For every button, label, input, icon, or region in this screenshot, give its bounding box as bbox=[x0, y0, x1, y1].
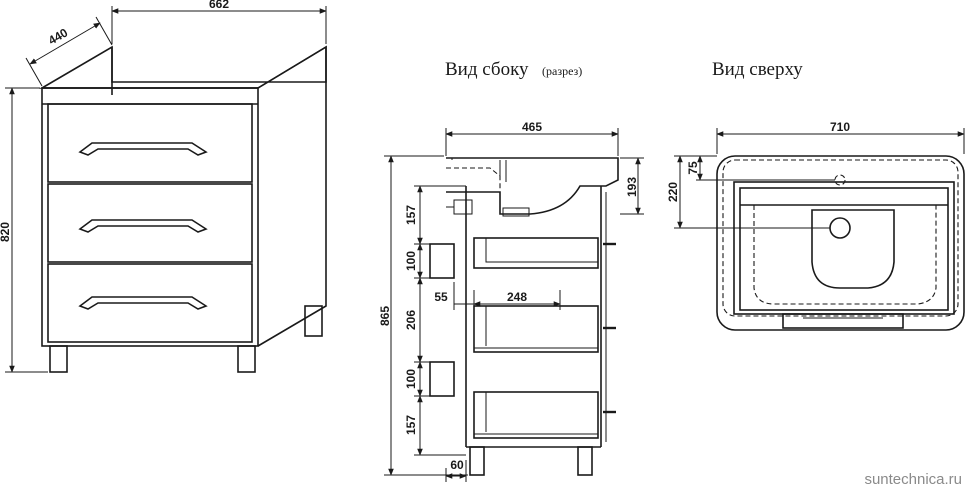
drawer-top bbox=[47, 103, 253, 183]
cabinet-top-frame bbox=[733, 181, 955, 315]
drawer-middle bbox=[47, 183, 253, 263]
dim-line-depth bbox=[29, 22, 101, 65]
basin-section-outline bbox=[446, 157, 619, 215]
cabinet-hidden-outline bbox=[722, 159, 959, 317]
front-lip bbox=[782, 313, 904, 329]
cabinet-side-section: 465 193 865 157 100 206 100 157 24 bbox=[378, 120, 644, 482]
dim-handle-lower-label: 100 bbox=[404, 369, 418, 389]
dim-basin-depth-label: 193 bbox=[625, 177, 639, 197]
dim-height-label: 820 bbox=[0, 222, 12, 242]
side-view-title: Вид сбоку bbox=[445, 59, 529, 80]
section-drawer-top bbox=[473, 237, 599, 269]
drawer-handle-middle bbox=[78, 219, 208, 233]
cabinet-front-view: 662 440 820 bbox=[0, 0, 327, 373]
basin-hidden-line bbox=[446, 167, 501, 190]
cabinet-top-outline bbox=[39, 45, 327, 89]
dim-drawer-pitch-label: 206 bbox=[404, 310, 418, 330]
section-leg-front bbox=[577, 446, 593, 476]
dim-handle-offset-label: 55 bbox=[434, 290, 448, 304]
drawer-handle-bottom bbox=[78, 296, 208, 310]
front-thickness-lower bbox=[429, 361, 455, 397]
dim-tap-offset-label: 75 bbox=[686, 161, 700, 175]
leg-front-right bbox=[237, 345, 256, 373]
section-drawer-middle bbox=[473, 305, 599, 353]
section-drawer-bottom bbox=[473, 391, 599, 439]
cabinet-front-frame bbox=[41, 87, 259, 347]
dim-total-height-label: 865 bbox=[378, 306, 392, 326]
dim-leg-offset-label: 60 bbox=[450, 458, 464, 472]
dim-depth-label: 440 bbox=[46, 25, 71, 47]
basin-outer-rim bbox=[716, 155, 965, 331]
dim-section-depth-label: 465 bbox=[522, 120, 542, 134]
basin-top-view: 710 75 220 bbox=[666, 120, 965, 331]
siphon-box bbox=[453, 199, 473, 215]
section-leg-rear bbox=[469, 446, 485, 476]
dim-drain-offset-label: 220 bbox=[666, 182, 680, 202]
bowl-outline bbox=[811, 209, 895, 289]
top-view-title: Вид сверху bbox=[712, 59, 803, 80]
dim-handle-upper-label: 100 bbox=[404, 251, 418, 271]
bowl-hidden-outline bbox=[753, 205, 937, 305]
side-view-note: (разрез) bbox=[542, 64, 582, 78]
leg-front-left bbox=[49, 345, 68, 373]
drawer-handle-top bbox=[78, 142, 208, 156]
dim-drawer-depth-label: 248 bbox=[507, 290, 527, 304]
dim-width-label: 662 bbox=[209, 0, 229, 11]
dim-top-gap-label: 157 bbox=[404, 205, 418, 225]
drawer-bottom bbox=[47, 263, 253, 343]
tap-hole bbox=[834, 174, 846, 186]
watermark: suntechnica.ru bbox=[864, 471, 962, 488]
siphon-fitting bbox=[502, 207, 530, 217]
dim-bottom-gap-label: 157 bbox=[404, 415, 418, 435]
leg-back-right bbox=[304, 305, 323, 337]
front-thickness-upper bbox=[429, 243, 455, 279]
drain-hole bbox=[829, 217, 851, 239]
dim-top-width-label: 710 bbox=[830, 120, 850, 134]
cabinet-right-side bbox=[257, 45, 327, 347]
